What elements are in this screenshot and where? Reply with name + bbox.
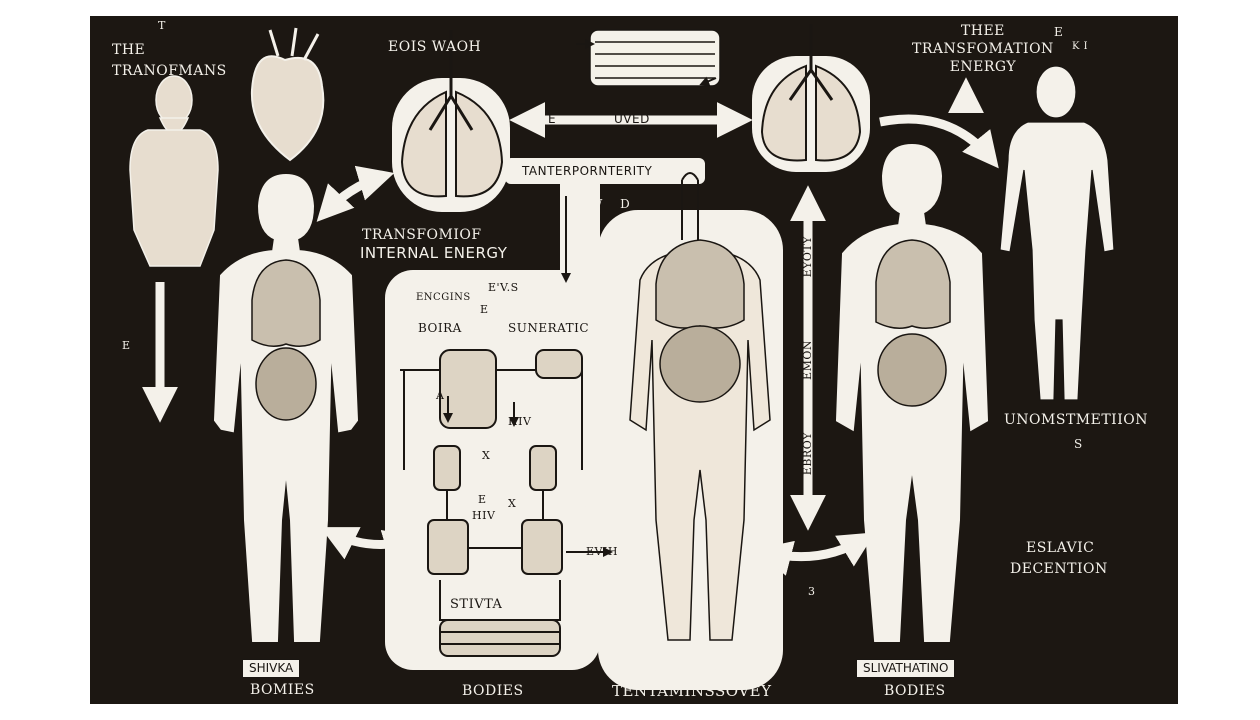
heart-illustration <box>250 27 325 162</box>
label-tanterpornterity: TANTERPORNTERITY <box>522 164 653 178</box>
label-unomstmetiion: UNOMSTMETIION <box>1004 412 1148 428</box>
bearded-man-figure <box>129 75 219 267</box>
label-bomies: BOMIES <box>250 682 315 698</box>
label-eois-waoh: EOIS WAOH <box>388 39 482 55</box>
label-shivka: SHIVKA <box>242 659 301 679</box>
label-transfomiof: TRANSFOMIOF <box>362 227 482 243</box>
top-bundle <box>589 29 721 87</box>
label-hiv-upper: HIV <box>508 415 532 428</box>
mark-corner-e: E <box>1054 25 1064 39</box>
label-evih: EVIH <box>586 545 618 558</box>
anatomical-body-left <box>213 173 359 642</box>
vertical-pipe <box>681 172 699 240</box>
label-emon: EMON <box>801 340 814 380</box>
mark-a: A <box>436 389 445 402</box>
mark-e: E <box>478 493 487 506</box>
mark-d-mid: D <box>580 503 590 516</box>
label-ebroy: EBROY <box>801 432 814 476</box>
ribbon-arrows <box>443 39 717 557</box>
mark-x-upper: X <box>482 449 491 462</box>
central-machine <box>400 349 583 657</box>
anatomical-body-right <box>835 143 989 642</box>
label-encgins: ENCGINS <box>416 292 471 303</box>
mark-three: 3 <box>808 585 816 598</box>
label-evs: E'V.S <box>488 281 519 294</box>
lungs-left <box>392 30 510 212</box>
mark-x-lower: X <box>508 497 517 510</box>
mark-t: T <box>158 19 166 32</box>
label-three-transformation: THEE TRANSFOMATION ENERGY <box>912 23 1054 76</box>
label-decention: DECENTION <box>1010 561 1108 577</box>
label-bodies-mid: BODIES <box>462 683 524 699</box>
label-the-tranofmans: THE TRANOFMANS <box>112 42 227 79</box>
label-hiv-lower: HIV <box>472 509 496 522</box>
label-sunaiona: SUNAIONA <box>654 661 730 675</box>
mark-small-e: E <box>480 303 489 316</box>
label-bodies-right: BODIES <box>884 683 946 699</box>
arrow-center-to-right <box>755 532 876 576</box>
label-suneratic: SUNERATIC <box>508 321 590 335</box>
mark-unom-s: S <box>1074 437 1083 451</box>
mark-d-low: D <box>592 589 603 603</box>
arrow-body-to-lungs <box>316 165 395 222</box>
arrow-body-to-machine <box>320 527 421 565</box>
label-uved: UVED <box>614 112 650 126</box>
standing-man-figure <box>999 65 1115 401</box>
lungs-right <box>752 24 870 172</box>
mark-corner-k: K I <box>1072 41 1089 52</box>
label-uved-e: E <box>548 112 557 126</box>
label-w-d: W D <box>590 197 631 211</box>
diagram-arrows <box>142 77 999 576</box>
label-eslavic: ESLAVIC <box>1026 540 1095 556</box>
label-internal-energy: INTERNAL ENERGY <box>360 244 508 262</box>
label-slivathatino: SLIVATHATINO <box>856 659 956 679</box>
arrow-lungs-to-man <box>879 114 999 169</box>
label-boira: BOIRA <box>418 321 462 335</box>
label-tentaminssovey: TENTAMINSSOVEY <box>612 682 772 700</box>
anatomical-body-center <box>629 239 771 641</box>
label-stivta: STIVTA <box>450 597 503 612</box>
mark-left-e: E <box>122 339 131 352</box>
label-eyoty: EYOTY <box>801 236 814 278</box>
